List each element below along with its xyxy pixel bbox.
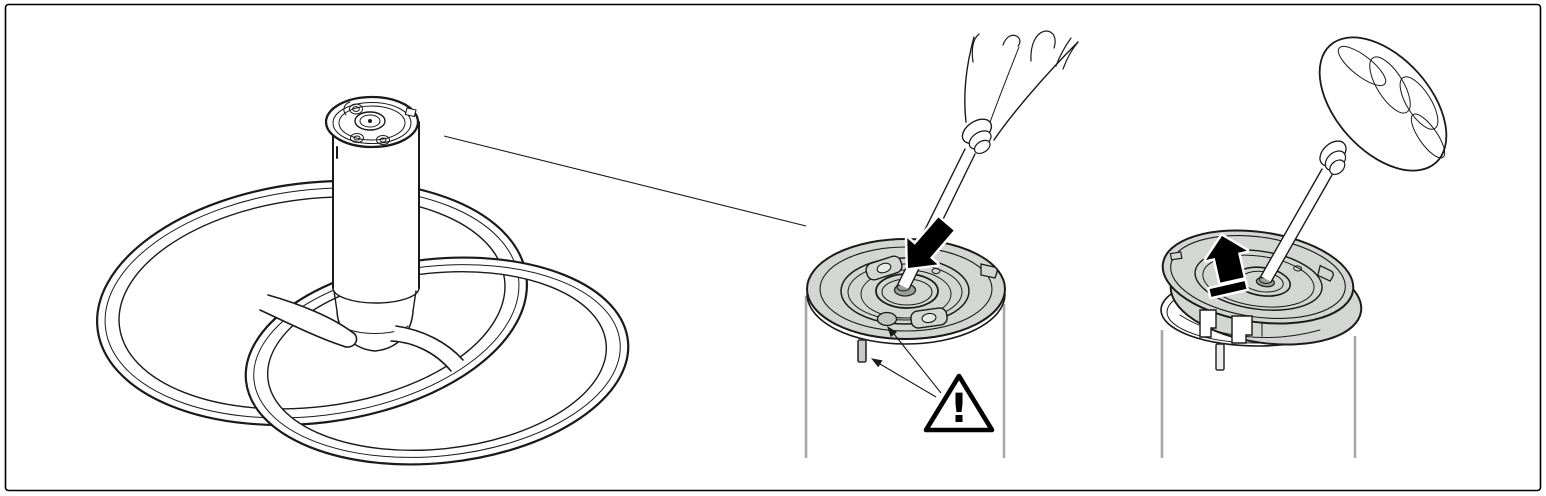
- cover-clip-1: [1199, 309, 1217, 338]
- panel-lever-out-step: [1160, 36, 1448, 458]
- cover-clip-2: [1231, 315, 1253, 344]
- screwdriver-ferrule-right: [1319, 140, 1347, 176]
- figure-border: [4, 3, 1542, 492]
- eject-arrow-bar: [1207, 278, 1249, 300]
- screwdriver-shaft-right: [1261, 169, 1332, 282]
- screwdriver-handle-right: [1318, 36, 1448, 172]
- cover-tab-upper: [865, 255, 903, 281]
- ring-front: [244, 256, 630, 466]
- warning-callout: !: [871, 326, 995, 433]
- motor-housing-cylinder: [804, 296, 1006, 458]
- cover-tab-lower: [910, 307, 948, 329]
- panel-press-release-step: !: [804, 30, 1079, 458]
- screwdriver-right: [1258, 36, 1448, 284]
- cap-notch: [404, 107, 417, 118]
- warning-exclamation-text: !: [950, 386, 968, 432]
- cover-rim-notch-right: [1317, 264, 1334, 282]
- leader-arrowhead-pin: [871, 358, 883, 368]
- eject-up-arrow-icon: [1203, 233, 1250, 300]
- hub-and-arms: [259, 290, 464, 372]
- release-pin-right: [1215, 343, 1225, 371]
- release-hole: [876, 311, 898, 327]
- release-pin: [857, 339, 867, 363]
- arm-to-rear-ring: [260, 295, 357, 348]
- attachment-body-cylinder: [332, 121, 420, 304]
- attachment-coupling-cap: [324, 95, 420, 149]
- cover-rim-notch: [980, 263, 998, 279]
- center-spindle-dot: [368, 119, 372, 123]
- press-down-arrow-icon: [904, 215, 957, 271]
- warning-triangle-icon: !: [923, 373, 995, 433]
- screwdriver-handle: [964, 36, 975, 123]
- arm-to-front-ring: [391, 326, 463, 371]
- panel-whisk-attachment: [96, 95, 630, 466]
- callout-leader-line: [443, 135, 807, 227]
- screwdriver-ferrule: [961, 118, 993, 155]
- leader-arrowhead-hole: [887, 326, 897, 338]
